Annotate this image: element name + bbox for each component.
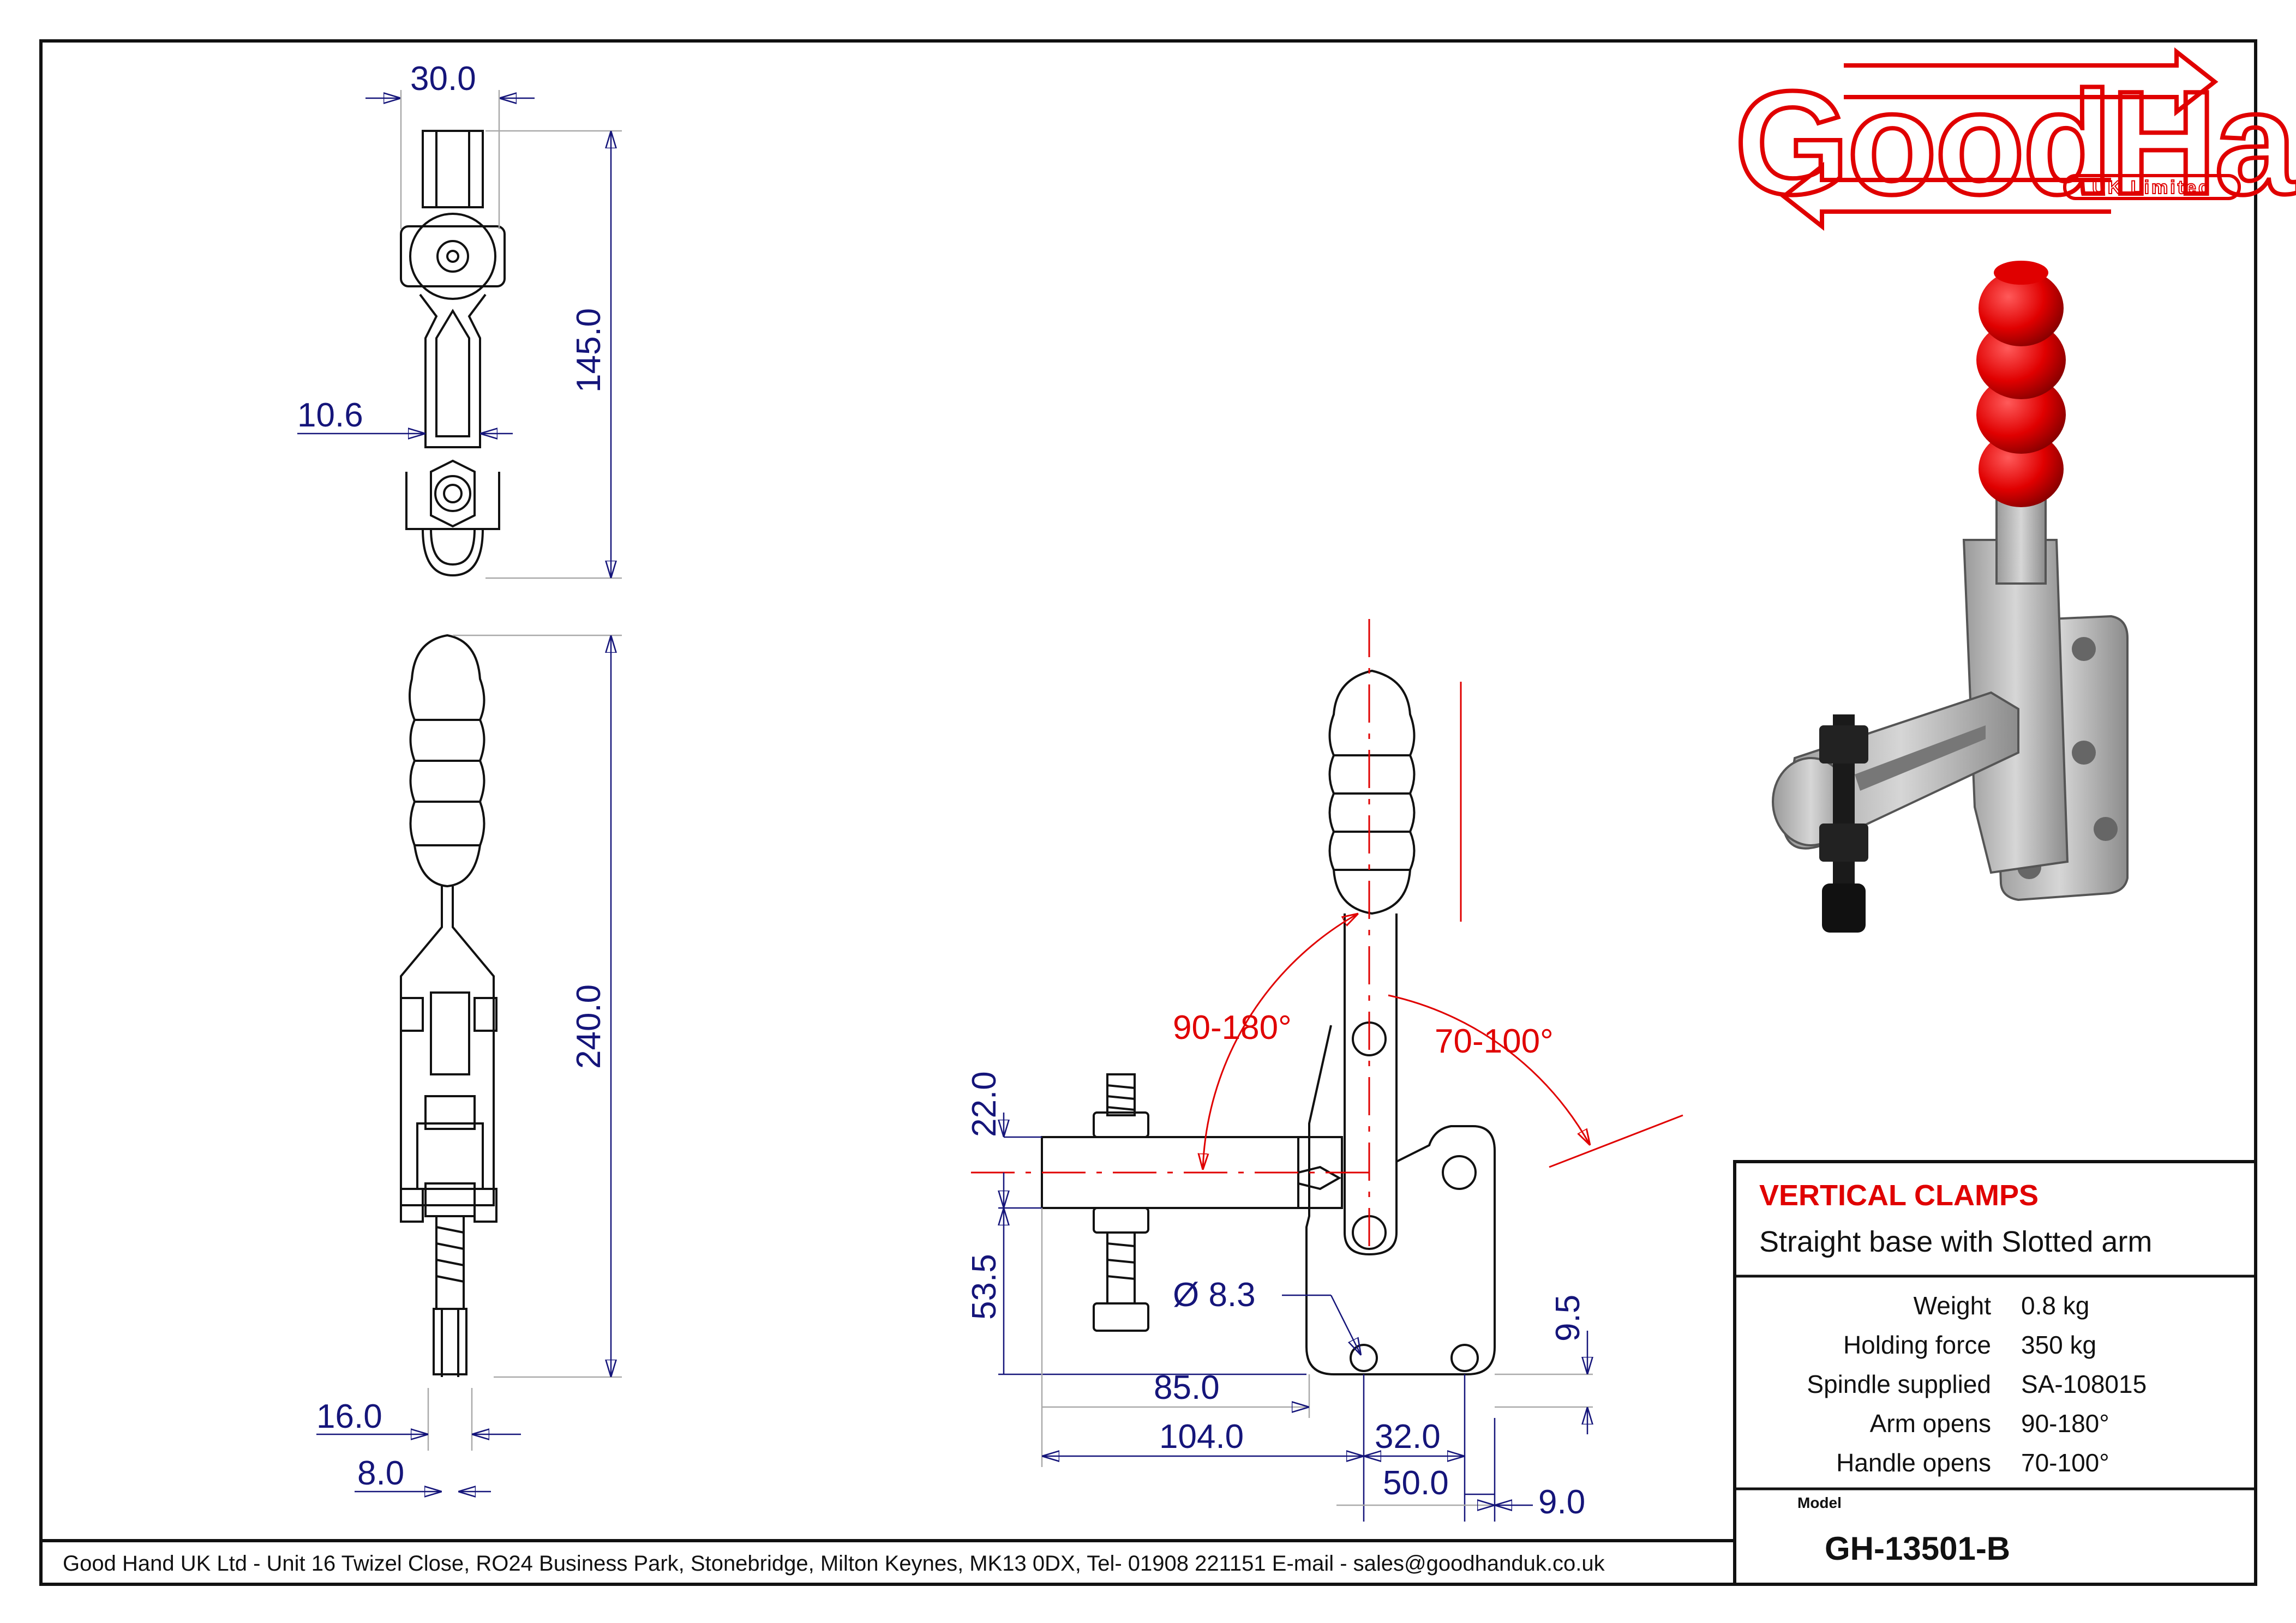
- dim-handle-angle: 70-100°: [1435, 1023, 1554, 1060]
- dim-side-9: 9.0: [1538, 1483, 1585, 1521]
- dim-top-slot: 10.6: [297, 396, 363, 434]
- dim-side-9-5: 9.5: [1549, 1295, 1587, 1342]
- render-red-grip: [1976, 261, 2066, 507]
- dim-side-32: 32.0: [1375, 1418, 1441, 1456]
- dim-front-width-a: 16.0: [316, 1398, 382, 1435]
- dim-side-104: 104.0: [1159, 1418, 1244, 1456]
- model-number: GH-13501-B: [1825, 1530, 2010, 1567]
- logo-bottom-arrow-icon: [1780, 161, 2111, 231]
- render-arm-slot: [1855, 725, 1986, 791]
- spec-label: Handle opens: [1836, 1448, 1991, 1477]
- side-view-angle-lines: [971, 619, 1683, 1254]
- dim-side-53: 53.5: [966, 1254, 1003, 1320]
- footer-address: Good Hand UK Ltd - Unit 16 Twizel Close,…: [63, 1552, 1605, 1576]
- spec-label: Holding force: [1843, 1331, 1991, 1359]
- spec-value: 350 kg: [2021, 1331, 2096, 1359]
- spec-value: 0.8 kg: [2021, 1291, 2089, 1320]
- model-label: Model: [1797, 1494, 1842, 1511]
- dim-arm-angle: 90-180°: [1173, 1009, 1292, 1047]
- dimension-lines: [297, 90, 1593, 1522]
- render-spindle-tip: [1822, 883, 1866, 933]
- spec-label: Spindle supplied: [1807, 1370, 1991, 1398]
- clamp-3d-render: [1772, 261, 2129, 933]
- spec-label: Weight: [1914, 1291, 1992, 1320]
- dim-top-width: 30.0: [410, 60, 476, 98]
- dim-top-height: 145.0: [570, 308, 608, 393]
- product-description: Straight base with Slotted arm: [1759, 1225, 2152, 1258]
- render-spindle-nut: [1819, 725, 1868, 764]
- render-base-hole: [2072, 637, 2096, 661]
- logo-sub-badge: [2063, 174, 2241, 200]
- render-spindle-nut: [1819, 823, 1868, 862]
- dim-side-50: 50.0: [1383, 1464, 1449, 1502]
- dim-front-width-b: 8.0: [357, 1454, 404, 1492]
- dim-side-hole: Ø 8.3: [1173, 1276, 1256, 1314]
- top-view-drawing: [400, 130, 506, 577]
- logo-top-arrow-icon: [1844, 47, 2219, 117]
- title-block: VERTICAL CLAMPS Straight base with Slott…: [1733, 1160, 2257, 1586]
- spec-value: SA-108015: [2021, 1370, 2147, 1398]
- product-category: VERTICAL CLAMPS: [1759, 1179, 2039, 1212]
- dimension-labels: 30.0 145.0 10.6 240.0 16.0 8.0 22.0 53.5…: [297, 60, 1587, 1521]
- front-view-drawing: [400, 634, 497, 1377]
- spec-label: Arm opens: [1870, 1409, 1991, 1438]
- dim-side-22: 22.0: [966, 1071, 1003, 1137]
- sheet-border: [39, 39, 2257, 1586]
- dim-side-85: 85.0: [1154, 1369, 1220, 1406]
- render-base-hole: [2094, 817, 2118, 841]
- dim-front-height: 240.0: [570, 984, 608, 1069]
- render-base-hole: [2072, 741, 2096, 765]
- spec-value: 70-100°: [2021, 1448, 2109, 1477]
- logo-subtitle: UK Limited: [2092, 177, 2211, 198]
- spec-value: 90-180°: [2021, 1409, 2109, 1438]
